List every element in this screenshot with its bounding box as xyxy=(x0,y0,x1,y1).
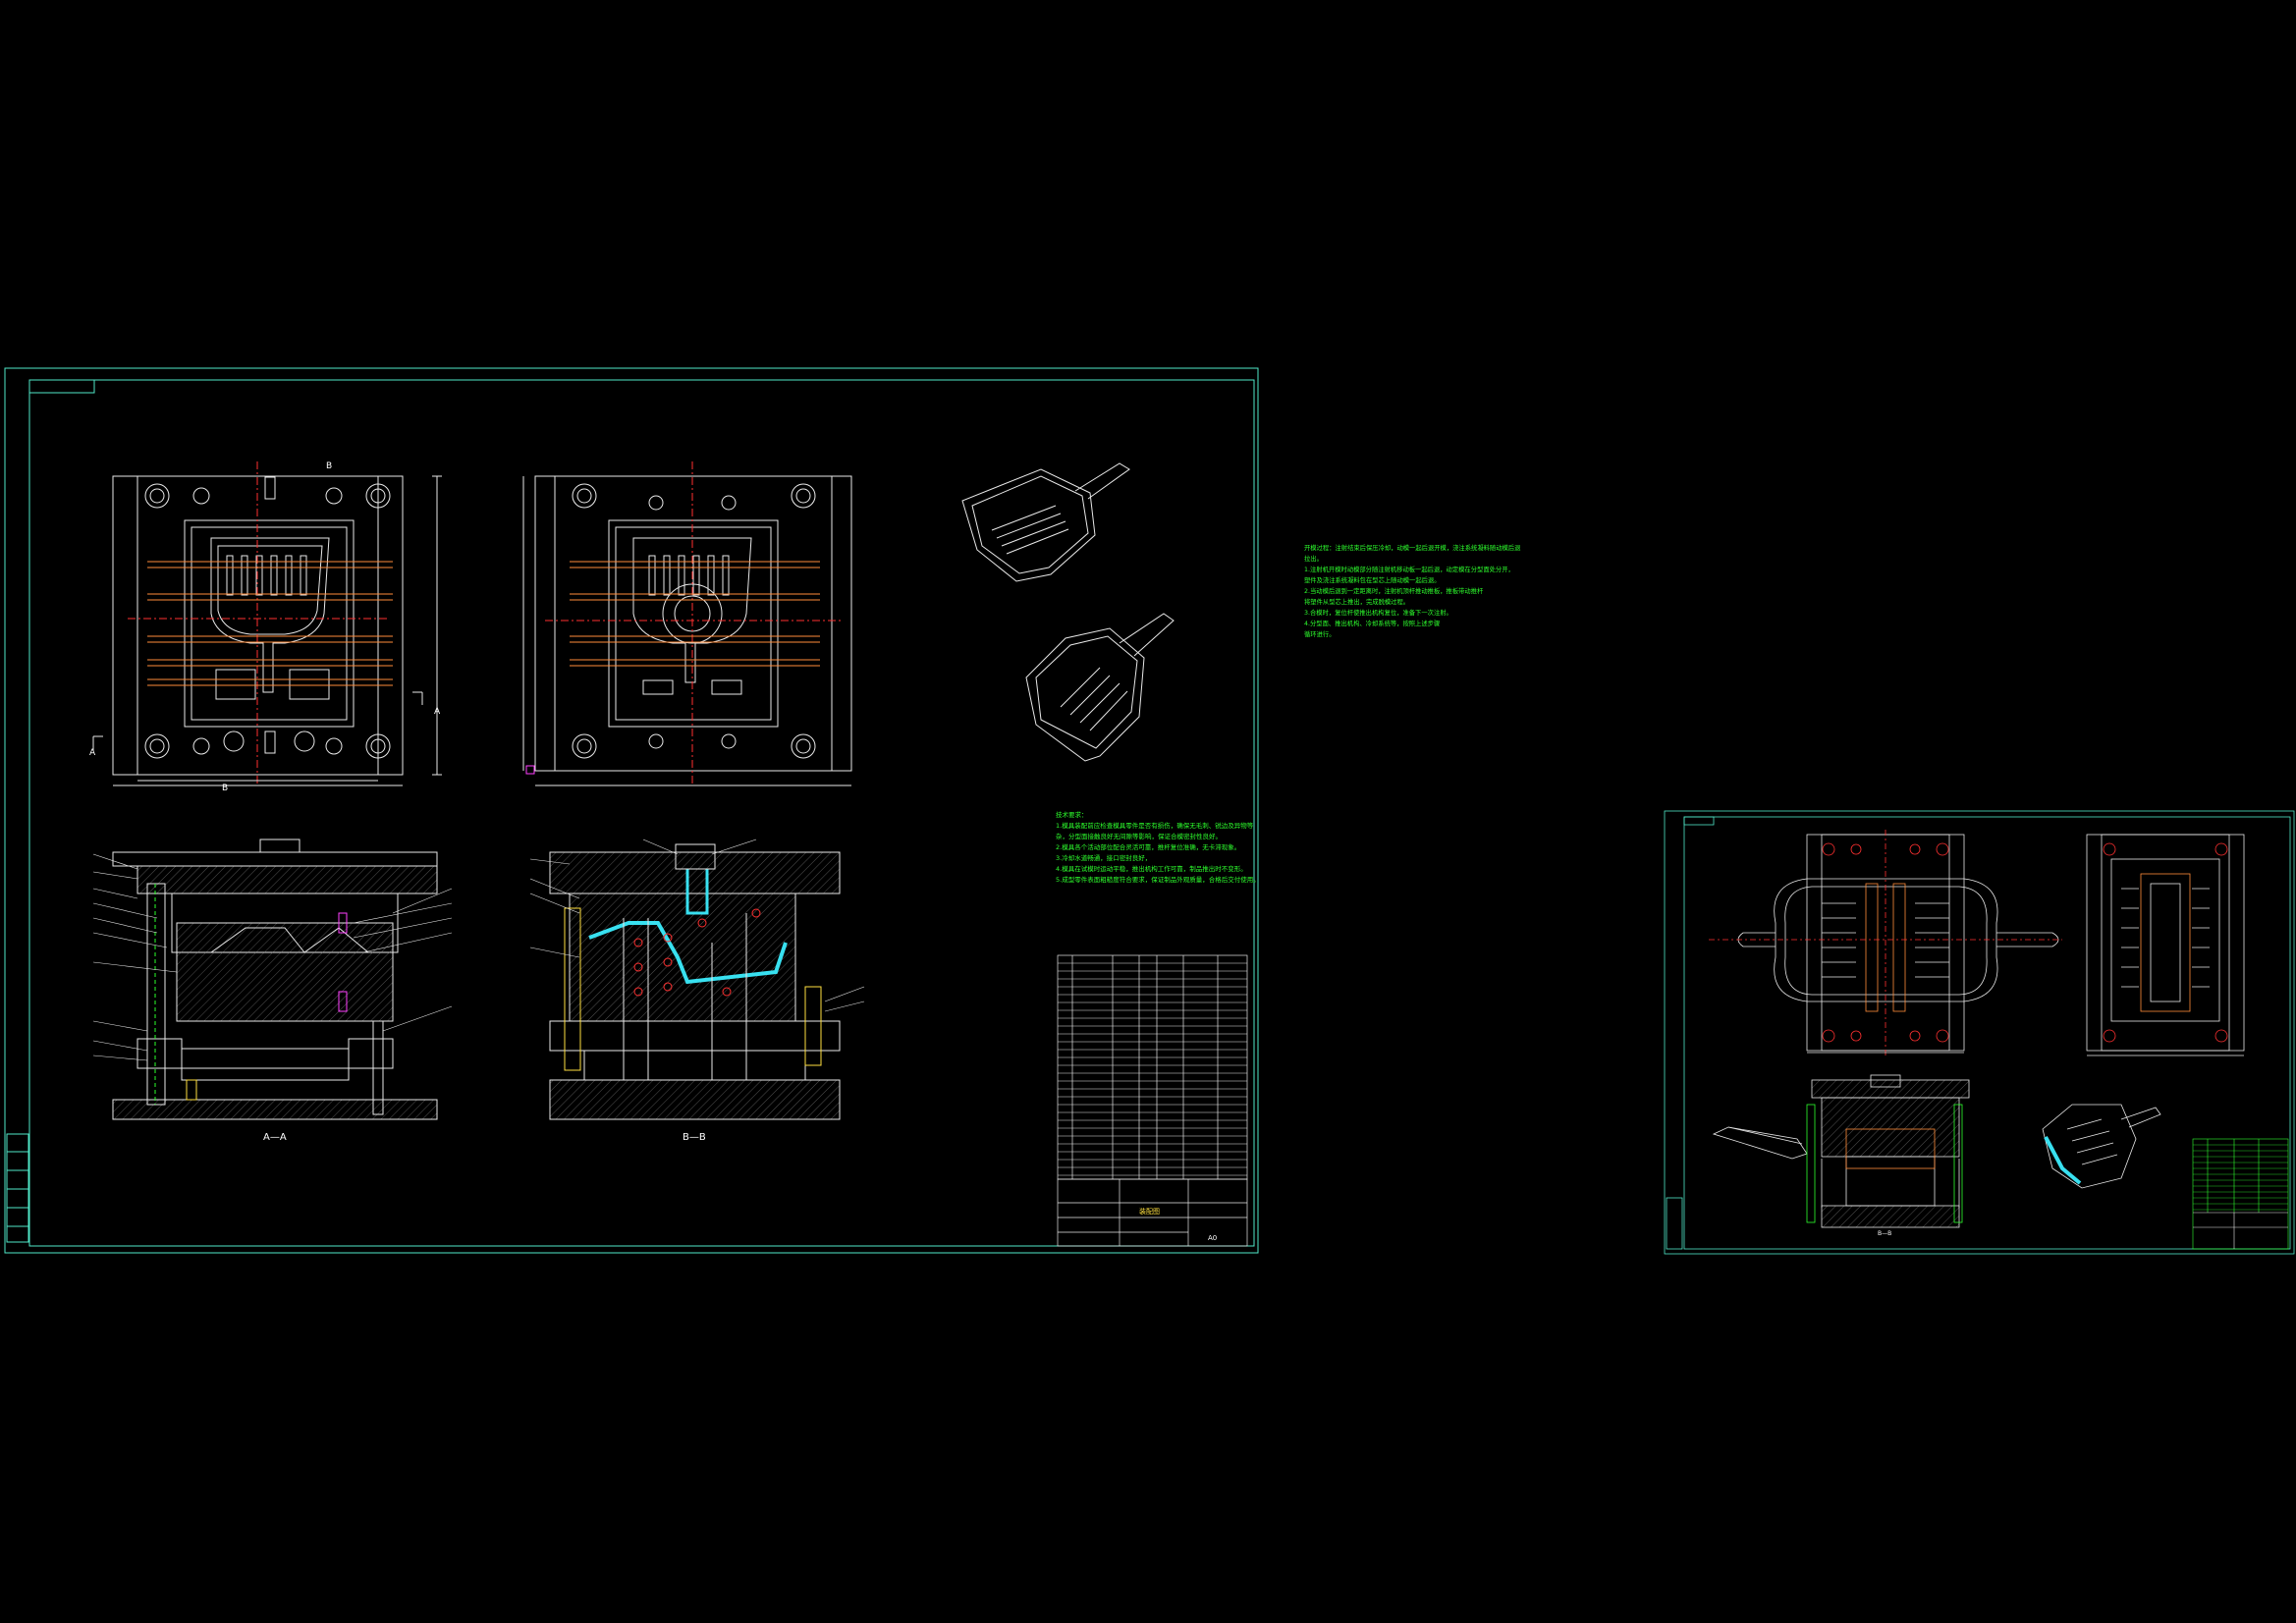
section-b-b-label: B—B xyxy=(683,1132,706,1143)
left-sheet-outer-frame xyxy=(4,367,1259,1254)
tech-line-6: 5.成型零件表面粗糙度符合要求，保证制品外观质量，合格后交付使用。 xyxy=(1056,876,1260,884)
note-line-4: 塑件及浇注系统凝料包在型芯上随动模一起后退。 xyxy=(1304,577,1441,584)
right-plan-view-main xyxy=(1709,830,2062,1055)
bom-rows xyxy=(1058,962,1247,1176)
section-view-a-a xyxy=(112,839,438,1120)
right-section-label: B—B xyxy=(1878,1230,1892,1237)
section-a-a-label: A—A xyxy=(263,1132,287,1143)
bill-of-materials xyxy=(1057,954,1248,1180)
cut-marker-a-right: A xyxy=(434,707,441,717)
title-block xyxy=(1057,1178,1248,1247)
right-bom-table xyxy=(2192,1138,2289,1250)
leader-lines xyxy=(92,839,865,1061)
note-line-3: 1.注射机开模时动模部分随注射机移动板一起后退，动定模在分型面处分开， xyxy=(1304,567,1514,573)
note-line-5: 2.当动模后退到一定距离时，注射机顶杆推动推板，推板带动推杆 xyxy=(1304,588,1484,595)
isometric-dustpan-top xyxy=(961,462,1130,582)
cut-marker-a-left: A xyxy=(89,748,96,758)
section-view-b-b xyxy=(549,843,841,1120)
right-drawing-sheet xyxy=(1664,810,2295,1255)
left-sheet-inner-frame xyxy=(28,379,1255,1247)
right-sheet-outer-frame xyxy=(1664,810,2295,1255)
note-line-2: 拉出。 xyxy=(1304,556,1323,563)
left-side-strip xyxy=(6,1133,29,1243)
right-sheet-inner-frame xyxy=(1683,816,2291,1250)
mold-opening-notes: 开模过程：注射结束后保压冷却，动模一起后退开模，浇注系统凝料随动模后退 拉出。 … xyxy=(1304,543,1521,640)
cut-marker-b-bottom: B xyxy=(222,784,229,793)
title-block-scale: A0 xyxy=(1208,1234,1218,1242)
tech-line-5: 4.模具在试模时运动平稳，推出机构工作可靠，制品推出时不变形。 xyxy=(1056,865,1247,873)
right-section-view xyxy=(1712,1074,1970,1228)
technical-requirements: 技术要求： 1.模具装配前应检查模具零件是否有损伤，确保无毛刺、锐边及异物等 杂… xyxy=(1056,810,1260,886)
tech-line-3: 2.模具各个活动部位配合灵活可靠，推杆复位准确，无卡滞现象。 xyxy=(1056,843,1241,851)
tech-line-2: 杂，分型面接触良好无间隙等影响，保证合模密封性良好。 xyxy=(1056,833,1222,840)
cooling-channels-plan-1 xyxy=(147,561,393,686)
right-plan-view-secondary xyxy=(2086,834,2245,1056)
cooling-channels-plan-2 xyxy=(570,561,820,667)
note-line-6: 将塑件从型芯上推出，完成脱模过程。 xyxy=(1304,599,1410,606)
note-line-8: 4.分型面、推出机构、冷却系统等，按照上述步骤 xyxy=(1304,621,1441,627)
tech-line-4: 3.冷却水道畅通，接口密封良好， xyxy=(1056,854,1152,862)
right-isometric-dustpan xyxy=(2042,1104,2161,1189)
left-drawing-sheet xyxy=(4,367,1259,1254)
right-bom-rows xyxy=(2193,1144,2288,1211)
plan-view-moving-half xyxy=(92,461,442,786)
plan-view-fixed-half xyxy=(522,461,852,786)
cut-marker-b-top: B xyxy=(326,461,333,471)
tech-line-1: 1.模具装配前应检查模具零件是否有损伤，确保无毛刺、锐边及异物等 xyxy=(1056,822,1254,830)
left-sheet-corner-tag xyxy=(28,379,95,394)
title-block-name: 装配图 xyxy=(1139,1208,1160,1216)
note-line-9: 循环进行。 xyxy=(1304,631,1336,638)
note-line-1: 开模过程：注射结束后保压冷却，动模一起后退开模，浇注系统凝料随动模后退 xyxy=(1304,545,1521,552)
tech-title: 技术要求： xyxy=(1056,811,1088,819)
note-line-7: 3.合模时，复位杆使推出机构复位，准备下一次注射。 xyxy=(1304,610,1452,617)
isometric-dustpan-bottom xyxy=(1025,613,1175,762)
